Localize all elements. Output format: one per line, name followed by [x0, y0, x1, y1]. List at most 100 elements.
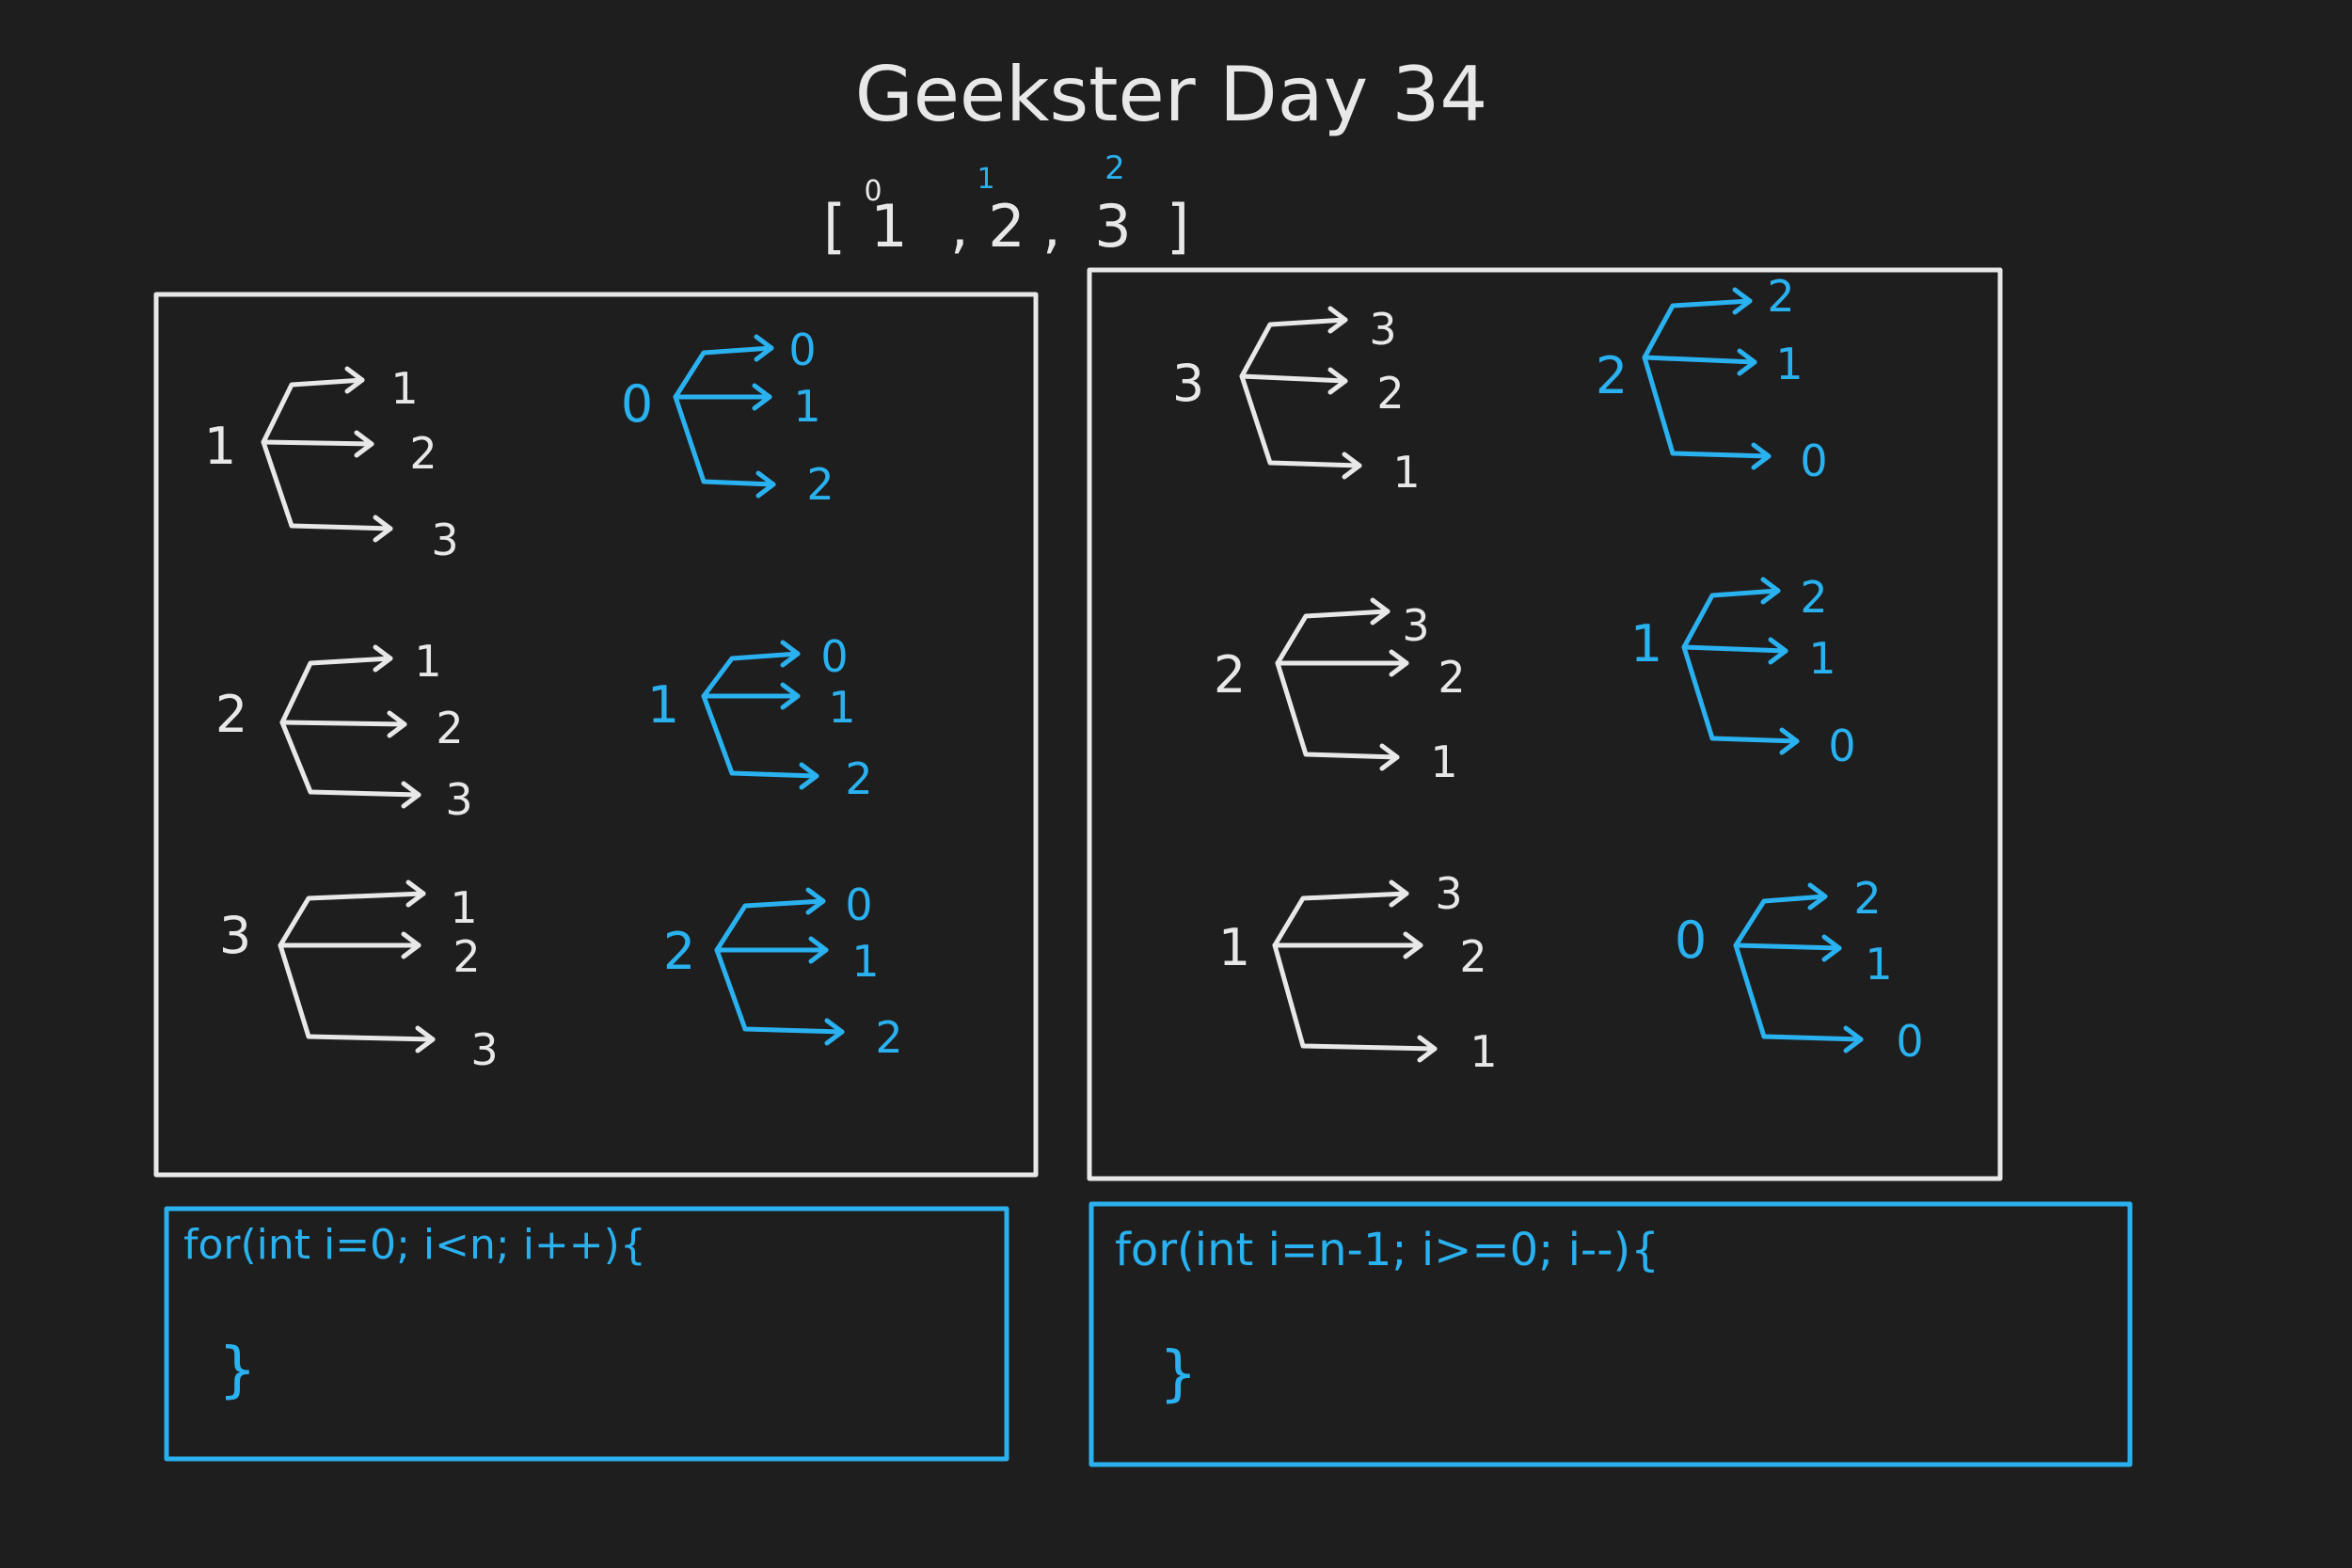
right-index-tree-3-arrowhead-3: [1843, 1025, 1864, 1053]
right-index-tree-3-arrowhead-1: [1807, 882, 1828, 911]
right-value-tree-2-arrowhead-3: [1379, 743, 1400, 771]
left-value-tree-3-arrowhead-3: [415, 1025, 436, 1053]
left-value-tree-3-child-3: 3: [470, 1024, 498, 1075]
right-index-tree-1-branch-1: [1642, 298, 1753, 360]
right-value-tree-1-arrowhead-1: [1327, 306, 1348, 334]
left-value-tree-3-branch-1: [278, 891, 426, 948]
right-index-tree-3-branch-1: [1733, 894, 1828, 948]
left-value-tree-2-arrowhead-1: [373, 644, 393, 673]
right-value-tree-3-root: 1: [1218, 918, 1250, 977]
right-value-tree-2-child-1: 3: [1402, 600, 1429, 651]
right-code-box: [1089, 1201, 2133, 1467]
left-value-tree-3-arrowhead-1: [405, 879, 426, 908]
right-value-tree-2-arrowhead-1: [1370, 597, 1391, 626]
right-index-tree-3-child-1: 2: [1853, 873, 1881, 924]
left-value-tree-2-branch-2: [279, 720, 407, 727]
right-value-tree-1-child-2: 2: [1376, 368, 1404, 419]
left-index-tree-1-arrowhead-1: [754, 334, 774, 362]
left-value-tree-2-branch-3: [279, 720, 421, 798]
left-value-tree-1-arrowhead-2: [354, 430, 374, 458]
left-index-tree-2-arrowhead-1: [780, 640, 801, 668]
right-value-tree-1-root: 3: [1172, 354, 1204, 413]
right-value-tree-3-child-1: 3: [1435, 868, 1462, 919]
left-index-tree-2-child-2: 1: [828, 682, 855, 733]
right-code-line-1: for(int i=n-1; i>=0; i--){: [1115, 1224, 1660, 1276]
right-value-tree-2-child-2: 2: [1438, 652, 1465, 703]
left-value-tree-3-root: 3: [219, 906, 251, 965]
left-index-tree-2-arrowhead-3: [799, 762, 819, 790]
right-panel-frame: [1087, 267, 2003, 1181]
right-value-tree-2-child-3: 1: [1430, 736, 1457, 787]
array-open-bracket: [: [823, 192, 846, 261]
right-index-tree-3-arrowhead-2: [1821, 934, 1842, 962]
right-value-tree-2-branch-1: [1275, 609, 1391, 666]
array-index-1: 1: [977, 163, 994, 196]
left-panel-frame: [153, 292, 1039, 1178]
left-index-tree-1-arrowhead-3: [755, 470, 776, 499]
right-value-tree-2-branch-3: [1275, 660, 1400, 760]
right-index-tree-2-child-1: 2: [1800, 572, 1827, 623]
right-code-line-2: }: [1159, 1339, 1198, 1409]
right-index-tree-1-child-2: 1: [1775, 339, 1803, 389]
right-value-tree-1-arrowhead-3: [1342, 451, 1362, 480]
array-value-1: 2: [988, 192, 1025, 261]
right-value-tree-1-branch-3: [1239, 373, 1362, 468]
right-index-tree-3-branch-2: [1733, 942, 1842, 951]
left-value-tree-2-arrowhead-3: [401, 781, 421, 809]
left-index-tree-2-arrowhead-2: [780, 682, 801, 710]
left-index-tree-3-branch-3: [714, 947, 845, 1035]
right-index-tree-2-root: 1: [1630, 614, 1662, 673]
left-value-tree-2-branch-1: [279, 656, 393, 725]
left-index-tree-2-child-1: 0: [820, 631, 848, 682]
left-value-tree-1-branch-3: [261, 439, 393, 531]
right-index-tree-1-child-1: 2: [1767, 271, 1794, 322]
left-value-tree-2-child-3: 3: [445, 774, 472, 825]
right-value-tree-2-root: 2: [1214, 645, 1246, 705]
right-index-tree-3-child-3: 0: [1896, 1016, 1923, 1067]
left-value-tree-1-root: 1: [204, 417, 236, 476]
right-index-tree-2-branch-2: [1681, 644, 1788, 654]
right-value-tree-3-branch-3: [1272, 942, 1438, 1052]
right-index-tree-2-arrowhead-1: [1760, 577, 1781, 605]
array-close-bracket: ]: [1167, 192, 1189, 261]
right-index-tree-2-child-3: 0: [1828, 721, 1855, 771]
left-value-tree-1-child-3: 3: [431, 515, 458, 565]
left-value-tree-3-child-2: 2: [453, 931, 480, 982]
right-value-tree-3-arrowhead-1: [1389, 879, 1409, 908]
right-index-tree-1-arrowhead-1: [1732, 287, 1753, 315]
right-index-tree-2-arrowhead-2: [1768, 637, 1788, 665]
left-value-tree-1-child-1: 1: [390, 363, 418, 414]
right-index-tree-1-child-3: 0: [1800, 436, 1827, 486]
right-index-tree-2: 1 2 1 0: [1630, 572, 1856, 771]
array-value-0: 1: [870, 192, 907, 261]
array-separator-1: ,: [1042, 192, 1061, 261]
left-index-tree-1-root: 0: [621, 374, 653, 434]
left-index-tree-3-child-1: 0: [845, 879, 872, 930]
left-index-tree-1-child-2: 1: [793, 381, 820, 432]
right-index-tree-3-branch-3: [1733, 942, 1864, 1042]
left-index-tree-1-child-3: 2: [806, 459, 834, 510]
left-index-tree-3-root: 2: [663, 922, 695, 981]
right-value-tree-3-child-3: 1: [1470, 1026, 1497, 1077]
right-index-tree-1-branch-3: [1642, 355, 1772, 459]
right-index-tree-2-branch-1: [1681, 588, 1781, 650]
left-value-tree-3-arrowhead-2: [401, 931, 421, 959]
right-index-tree-1-branch-2: [1642, 355, 1757, 365]
left-index-tree-2-child-3: 2: [845, 753, 872, 804]
left-code-line-2: }: [218, 1336, 257, 1405]
left-index-tree-3-arrowhead-3: [824, 1018, 845, 1046]
left-index-tree-2-branch-3: [701, 693, 819, 779]
right-index-tree-2-child-2: 1: [1808, 633, 1836, 684]
right-index-tree-1-arrowhead-3: [1751, 442, 1772, 470]
left-index-tree-3-child-3: 2: [875, 1012, 902, 1063]
